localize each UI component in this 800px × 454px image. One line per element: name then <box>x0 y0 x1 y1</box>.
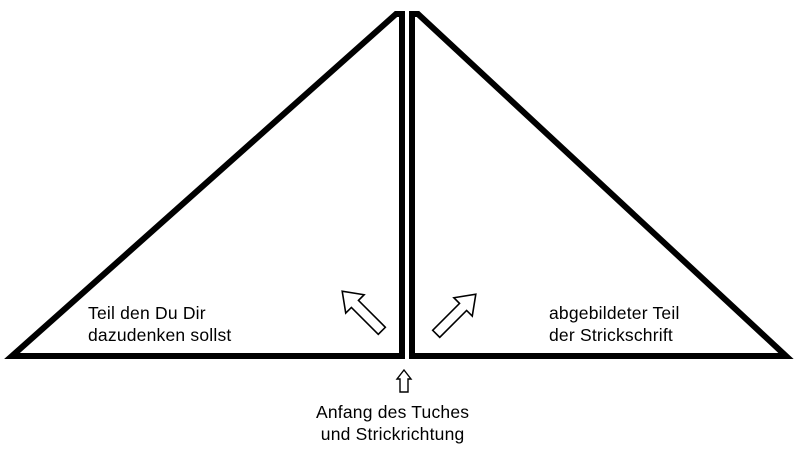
left-part-label-line-1: Teil den Du Dir <box>88 303 206 323</box>
direction-arrow-right <box>431 293 477 339</box>
left-part-label-line-2: dazudenken sollst <box>88 325 232 345</box>
start-arrow <box>395 368 413 393</box>
right-part-label: abgebildeter Teil der Strickschrift <box>549 302 680 346</box>
left-part-label: Teil den Du Dir dazudenken sollst <box>88 302 232 346</box>
left-triangle <box>4 11 405 359</box>
start-label-line-1: Anfang des Tuches <box>316 402 470 422</box>
right-part-label-line-1: abgebildeter Teil <box>549 303 680 323</box>
right-triangle <box>409 11 794 359</box>
start-label: Anfang des Tuches und Strickrichtung <box>316 401 469 445</box>
start-label-line-2: und Strickrichtung <box>320 424 465 444</box>
direction-arrow-left <box>341 290 387 336</box>
right-part-label-line-2: der Strickschrift <box>549 325 673 345</box>
